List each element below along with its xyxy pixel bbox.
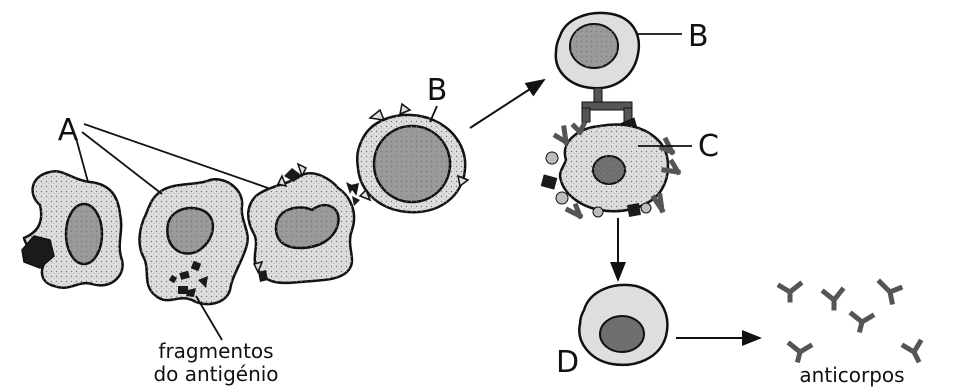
antibody-3: [880, 282, 900, 302]
plasma-cell-c: [541, 124, 678, 217]
arrow-to-b-cell: [470, 80, 544, 128]
macrophage-engulfing: [22, 171, 123, 288]
antibody-2: [824, 290, 842, 308]
label-a: A: [58, 113, 79, 148]
macrophage-presenting: [248, 164, 360, 283]
b-lymphocyte-right: [556, 13, 639, 88]
antibody-5: [790, 344, 810, 360]
macrophage-digesting: [140, 179, 248, 340]
free-antibodies: [780, 282, 920, 360]
label-b-left: B: [427, 73, 448, 108]
antibody-1: [780, 284, 800, 300]
label-c: C: [698, 129, 719, 164]
b-lymphocyte-left: [350, 104, 468, 212]
label-d: D: [556, 345, 579, 380]
label-b-right: B: [688, 19, 709, 54]
label-antibodies: anticorpos: [799, 363, 904, 387]
label-a-pointers: [76, 124, 268, 194]
label-fragments-line2: do antigénio: [153, 362, 278, 386]
label-fragments-line1: fragmentos: [158, 339, 273, 363]
antibody-6: [904, 342, 920, 360]
antibody-4: [852, 314, 872, 330]
memory-cell-d: [579, 285, 667, 365]
